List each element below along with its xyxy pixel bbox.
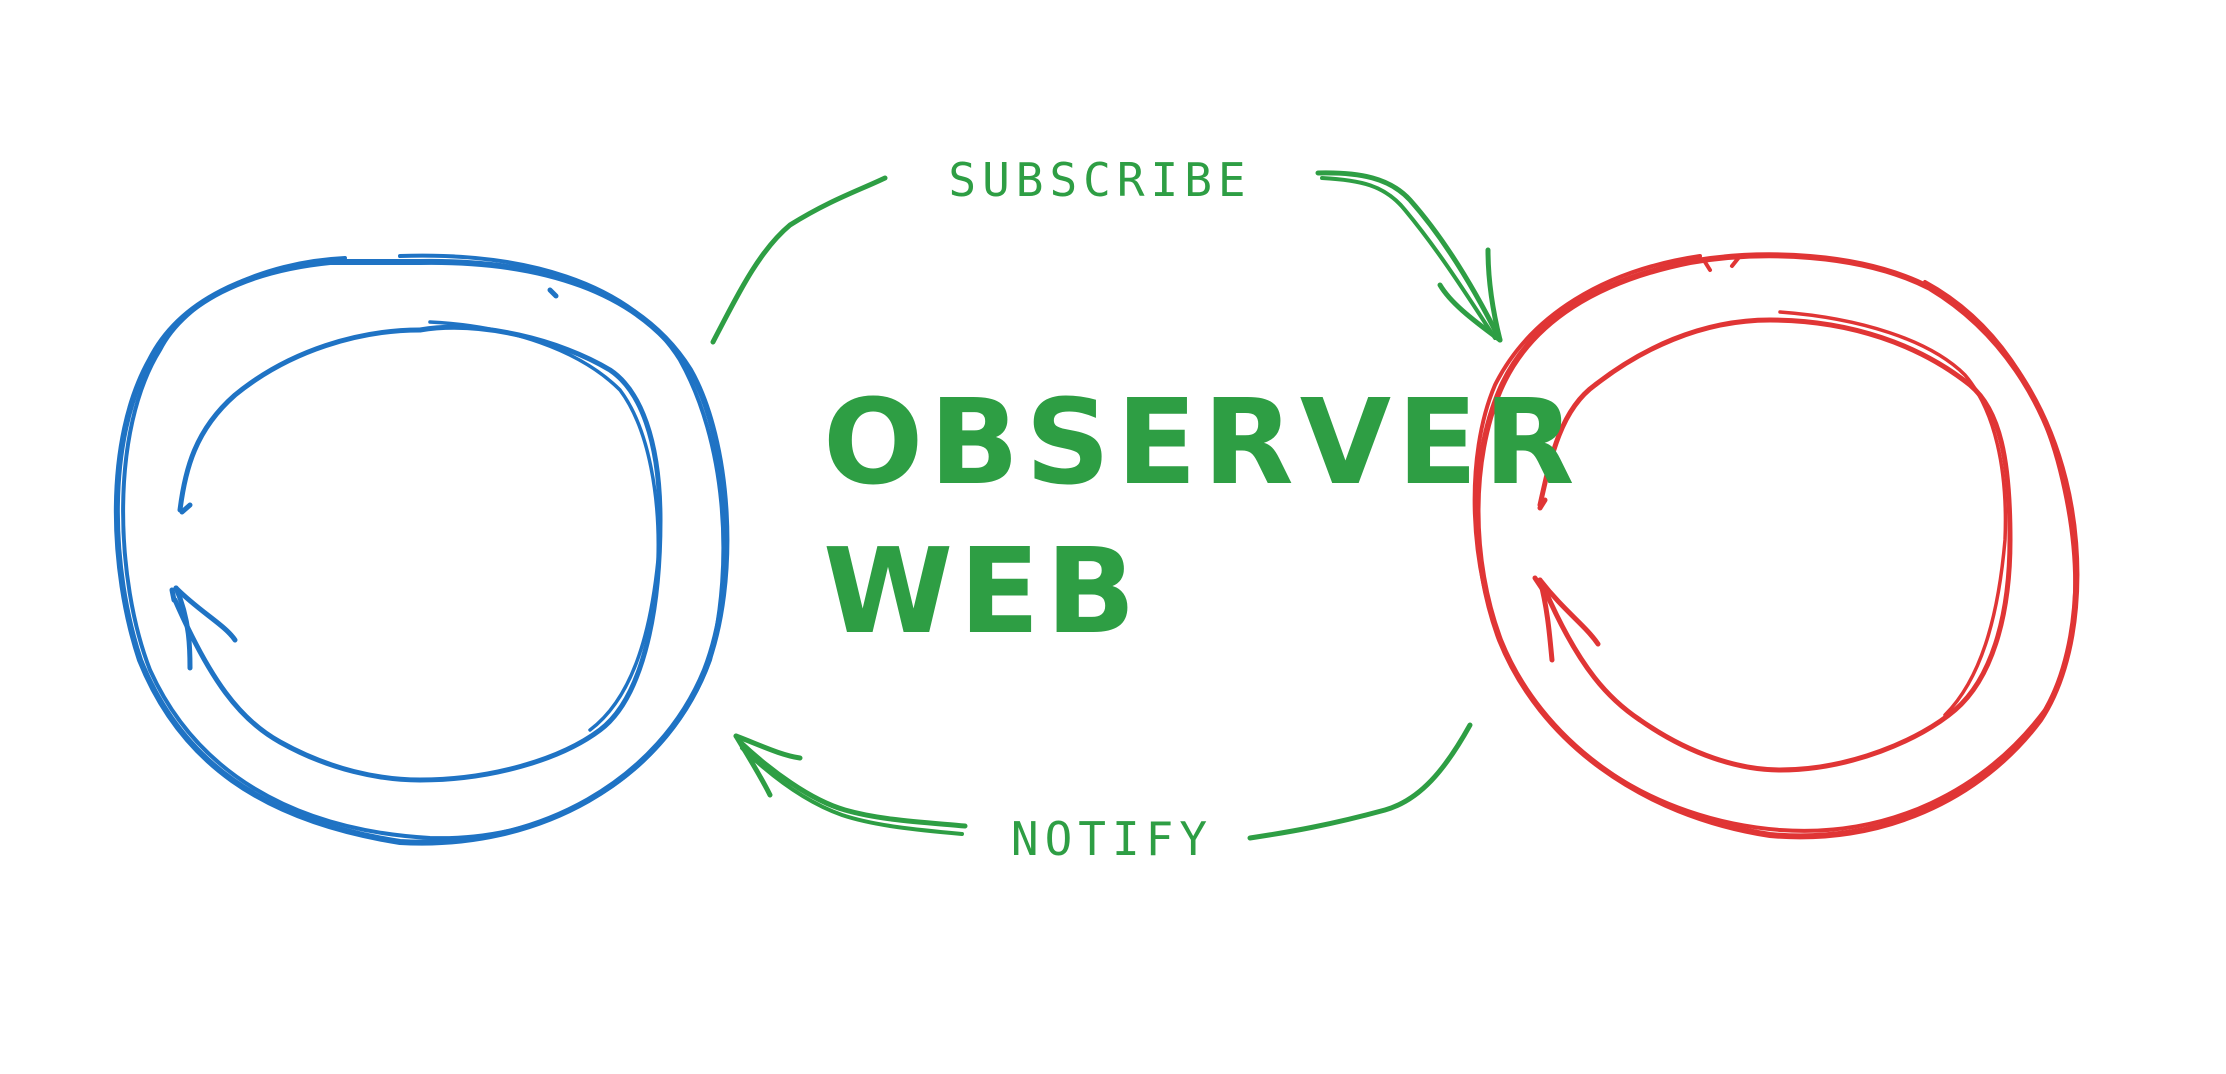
- right-cycle-icon: [1472, 252, 2080, 840]
- subscribe-arrow: [710, 170, 1503, 345]
- title-line-1: OBSERVER: [823, 373, 1581, 511]
- left-cycle-icon: [113, 253, 730, 846]
- notify-arrow: [733, 722, 1473, 841]
- notify-label: NOTIFY: [1011, 812, 1213, 866]
- title-line-2: WEB: [823, 522, 1142, 660]
- subscribe-label: SUBSCRIBE: [948, 153, 1251, 207]
